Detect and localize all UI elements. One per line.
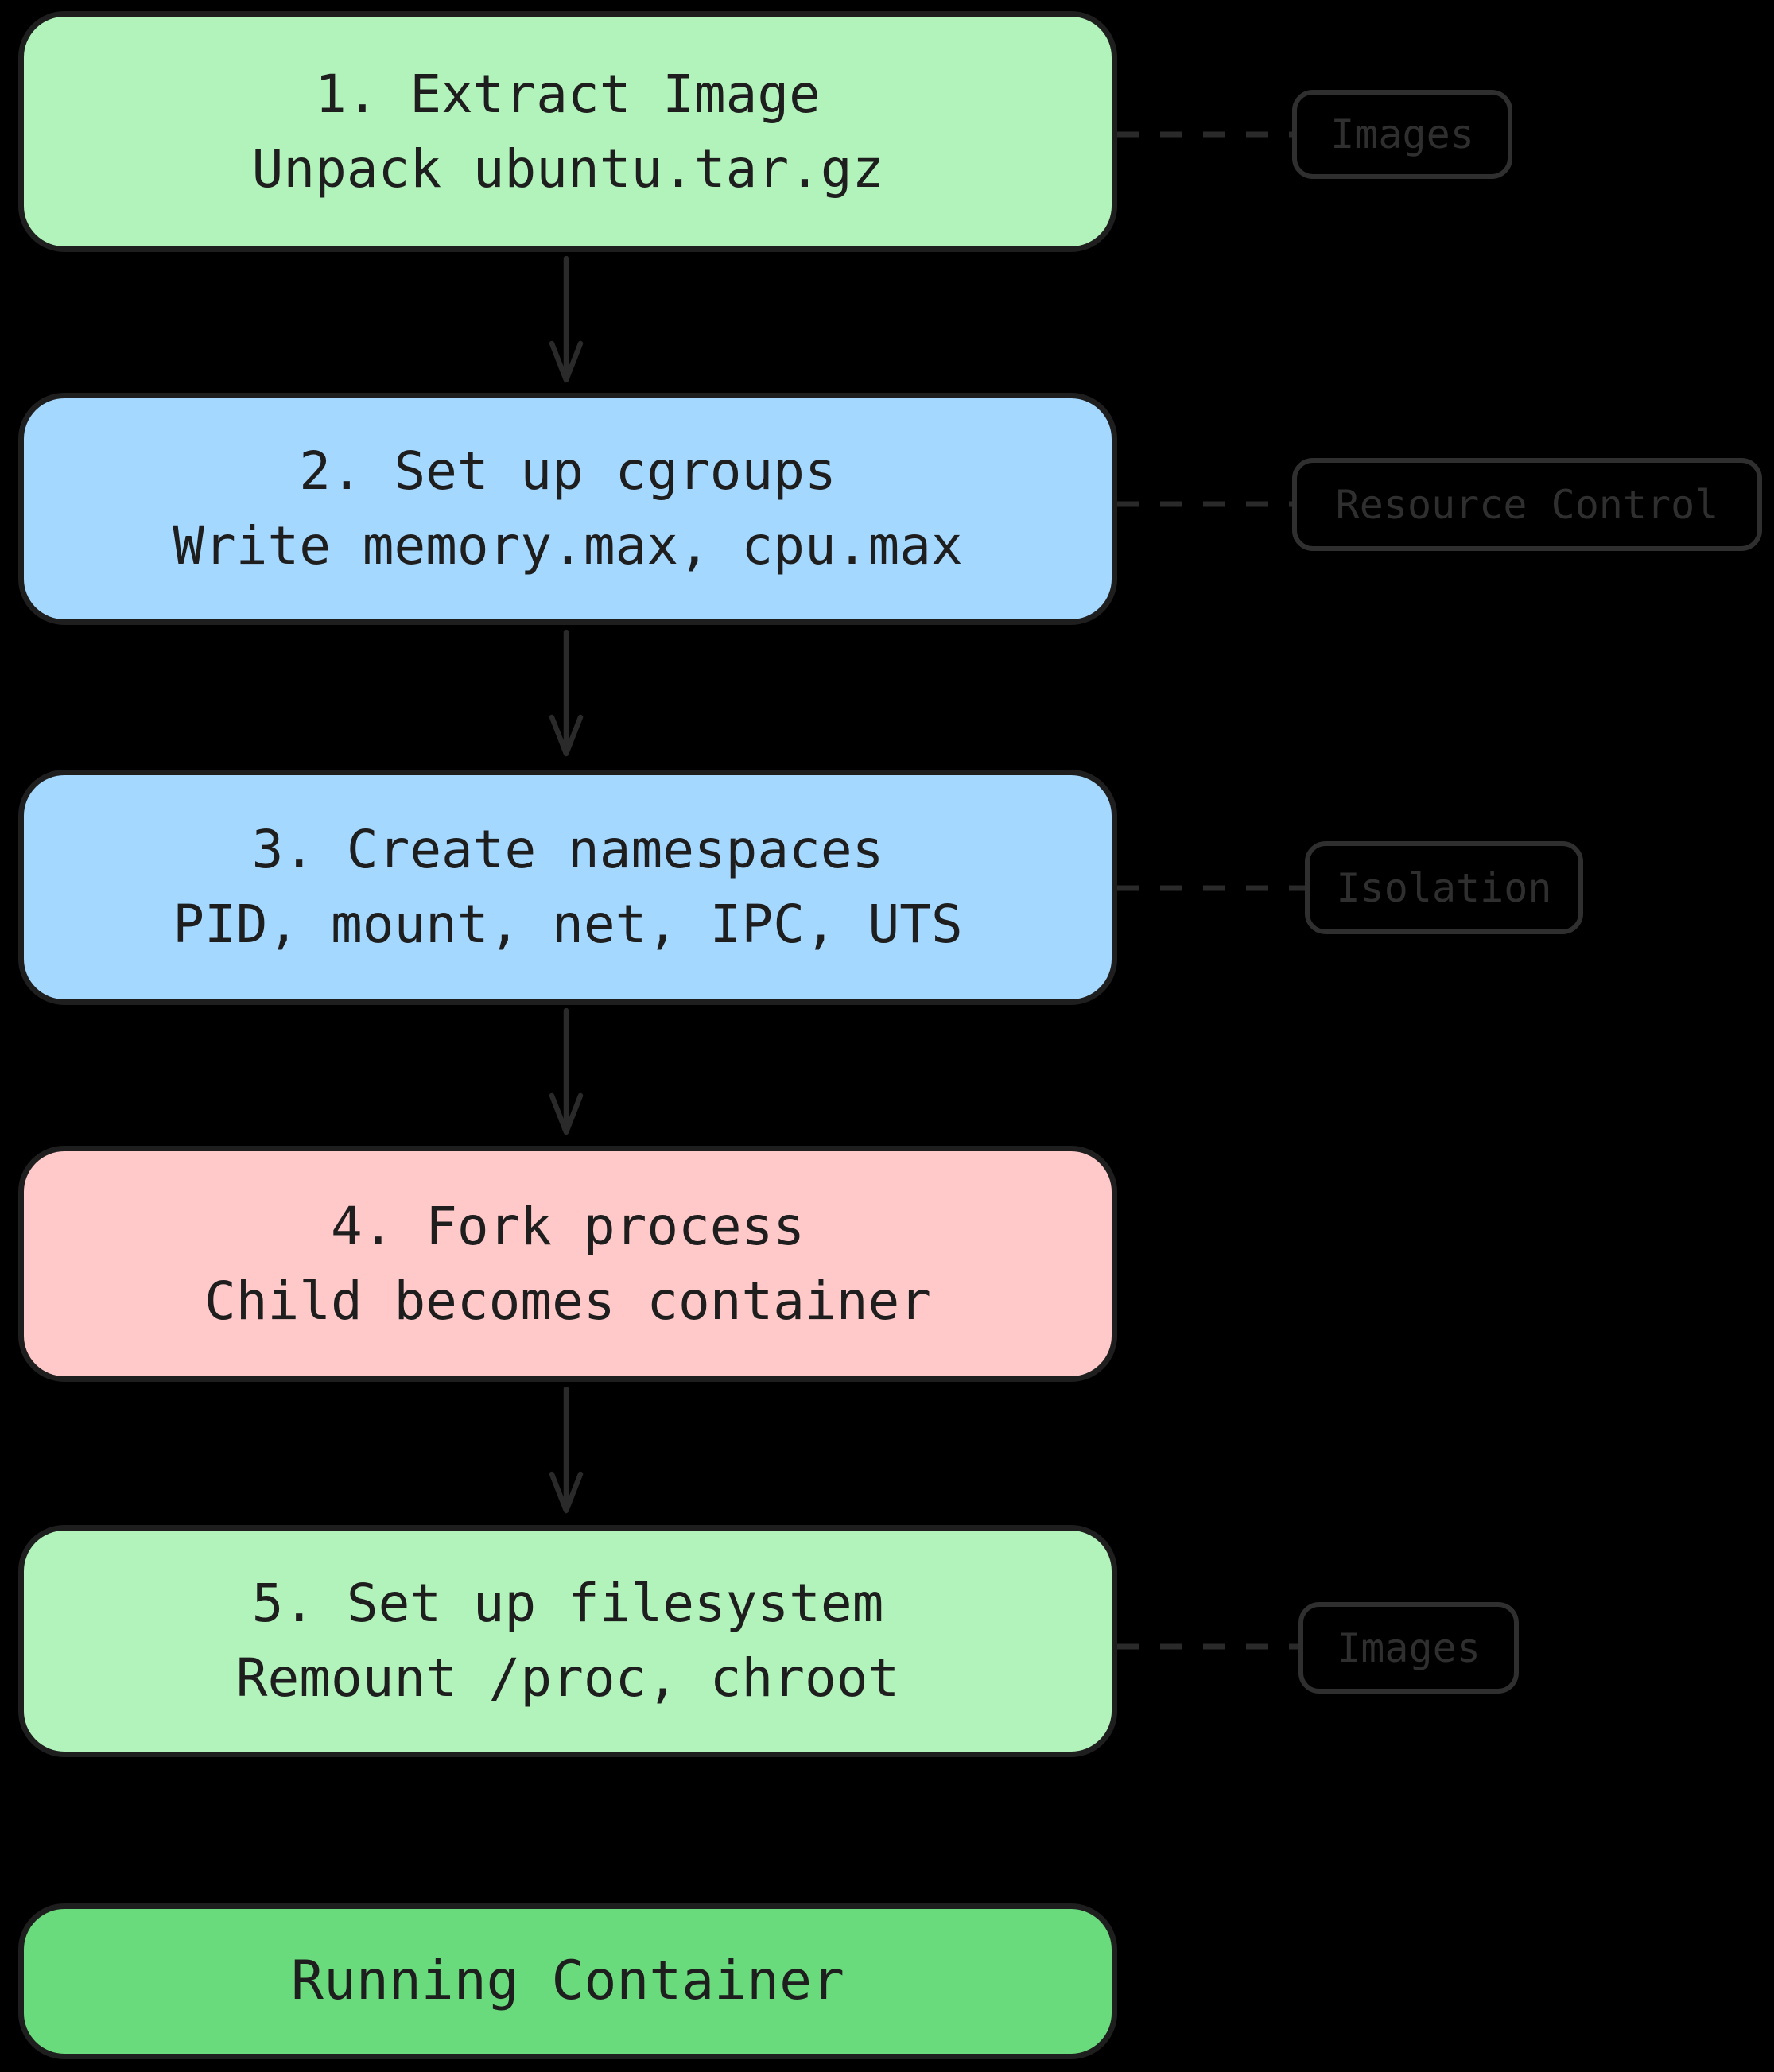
step-title: 4. Fork process	[330, 1195, 805, 1257]
dashed-connector	[1117, 885, 1305, 891]
arrow-down-icon	[549, 256, 584, 383]
tag-label-resource-control: Resource Control	[1292, 458, 1762, 551]
step-title: 3. Create namespaces	[251, 819, 884, 880]
step-title: 1. Extract Image	[315, 63, 821, 125]
step-subtitle: Unpack ubuntu.tar.gz	[251, 138, 884, 200]
step-box-fork-process: 4. Fork process Child becomes container	[18, 1146, 1117, 1382]
result-box-running-container: Running Container	[18, 1903, 1117, 2059]
tag-label-images-1: Images	[1292, 90, 1512, 179]
step-subtitle: Remount /proc, chroot	[235, 1647, 900, 1709]
step-title: 2. Set up cgroups	[299, 440, 837, 502]
step-box-create-namespaces: 3. Create namespaces PID, mount, net, IP…	[18, 770, 1117, 1005]
step-box-extract-image: 1. Extract Image Unpack ubuntu.tar.gz	[18, 11, 1117, 252]
tag-label-text: Isolation	[1336, 864, 1552, 911]
step-subtitle: Child becomes container	[204, 1270, 931, 1332]
step-subtitle: Write memory.max, cpu.max	[173, 515, 963, 576]
arrow-down-icon	[549, 1008, 584, 1135]
dashed-connector	[1117, 131, 1292, 138]
tag-label-text: Images	[1330, 111, 1474, 157]
dashed-connector	[1117, 501, 1292, 507]
step-box-setup-filesystem: 5. Set up filesystem Remount /proc, chro…	[18, 1525, 1117, 1757]
tag-label-images-2: Images	[1298, 1602, 1519, 1694]
arrow-down-icon	[549, 630, 584, 757]
tag-label-text: Resource Control	[1335, 481, 1719, 528]
arrow-down-icon	[549, 1387, 584, 1514]
step-subtitle: PID, mount, net, IPC, UTS	[173, 894, 963, 955]
tag-label-isolation: Isolation	[1305, 841, 1583, 934]
dashed-connector	[1117, 1643, 1298, 1650]
step-box-setup-cgroups: 2. Set up cgroups Write memory.max, cpu.…	[18, 393, 1117, 625]
tag-label-text: Images	[1337, 1624, 1481, 1671]
result-label: Running Container	[291, 1950, 844, 2012]
step-title: 5. Set up filesystem	[251, 1573, 884, 1634]
